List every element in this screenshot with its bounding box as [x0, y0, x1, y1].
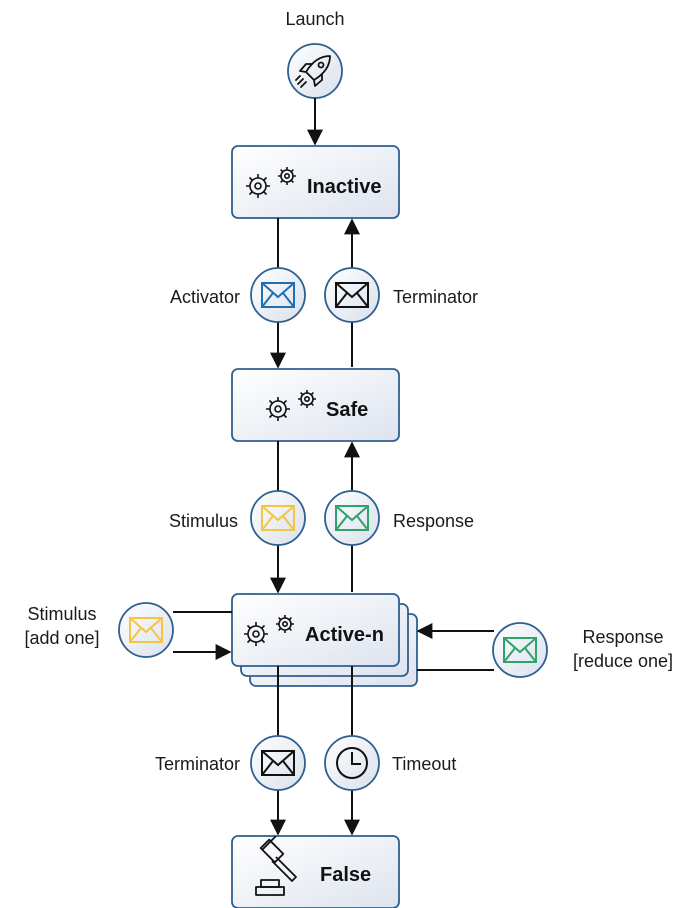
envelope-icon-terminator [335, 282, 369, 308]
state-active-n[interactable]: Active-n [231, 593, 418, 687]
activator-message-node[interactable] [250, 267, 306, 323]
stimulus-add-label-line2: [add one] [24, 628, 99, 648]
envelope-icon-stimulus-add [129, 617, 163, 643]
envelope-icon-activator [261, 282, 295, 308]
response-reduce-label-line2: [reduce one] [573, 651, 673, 671]
launch-label: Launch [285, 9, 344, 29]
timeout-label: Timeout [392, 754, 456, 774]
terminator-bottom-label: Terminator [155, 754, 240, 774]
state-active-n-title: Active-n [305, 624, 384, 646]
stimulus-add-label-line1: Stimulus [27, 604, 96, 624]
rocket-icon [295, 55, 331, 88]
gears-icon [244, 615, 294, 646]
activator-label: Activator [170, 287, 240, 307]
clock-icon [336, 747, 368, 779]
envelope-icon-response-reduce [503, 637, 537, 663]
timeout-node[interactable] [324, 735, 380, 791]
terminator-message-node-bottom[interactable] [250, 735, 306, 791]
terminator-top-label: Terminator [393, 287, 478, 307]
state-safe[interactable]: Safe [231, 368, 400, 442]
envelope-icon-terminator-bottom [261, 750, 295, 776]
gears-icon [266, 390, 316, 421]
state-inactive-title: Inactive [307, 176, 381, 198]
envelope-icon-response [335, 505, 369, 531]
state-false[interactable]: False [231, 835, 400, 908]
gears-icon [246, 167, 296, 198]
response-reduce-label-line1: Response [582, 627, 663, 647]
response-reduce-message-node[interactable] [492, 622, 548, 678]
envelope-icon-stimulus [261, 505, 295, 531]
response-message-node[interactable] [324, 490, 380, 546]
terminator-message-node-top[interactable] [324, 267, 380, 323]
launch-node[interactable] [287, 43, 343, 99]
stimulus-label: Stimulus [169, 511, 238, 531]
response-label: Response [393, 511, 474, 531]
state-inactive[interactable]: Inactive [231, 145, 400, 219]
state-safe-title: Safe [326, 399, 368, 421]
stimulus-add-message-node[interactable] [118, 602, 174, 658]
stimulus-message-node[interactable] [250, 490, 306, 546]
state-false-title: False [320, 864, 371, 886]
gavel-icon [255, 835, 297, 896]
